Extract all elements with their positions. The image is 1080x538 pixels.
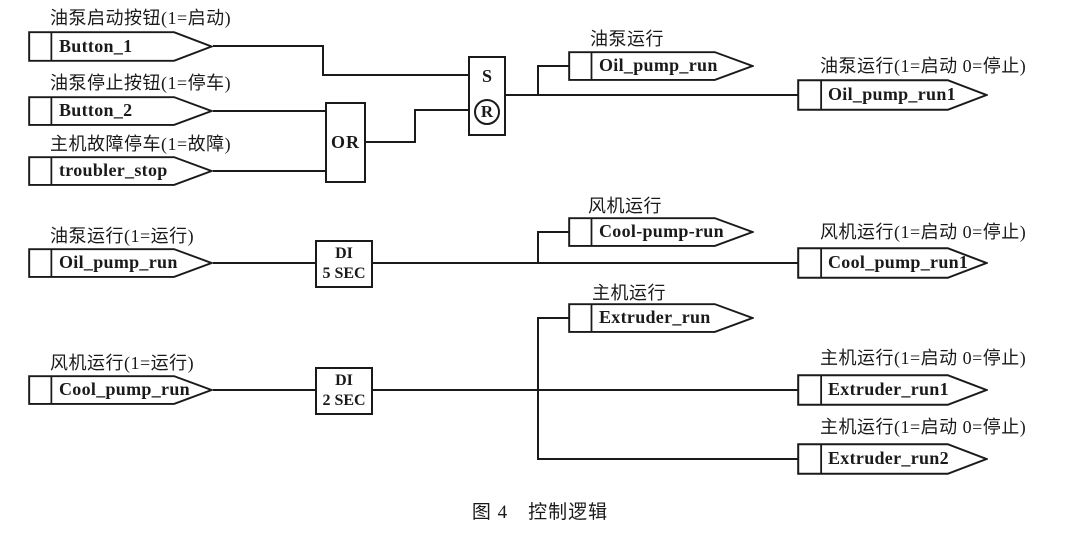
tag-text-cool-pump-run-mid: Cool-pump-run [599,221,724,242]
reset-input-label: R [480,102,494,121]
input-tag-cool-pump-run: Cool_pump_run [28,375,213,405]
delay-block-5sec: DI 5 SEC [315,240,373,288]
wire-branch-coolpumprun [537,231,569,263]
sr-flipflop-block: S R [468,56,506,136]
label-oil-pump-run1: 油泵运行(1=启动 0=停止) [820,56,1027,76]
label-oil-pump-run-in: 油泵运行(1=运行) [50,226,195,246]
tag-text-button-2: Button_2 [59,100,133,121]
tag-text-extruder-run1: Extruder_run1 [828,379,949,400]
label-oil-pump-run-mid: 油泵运行 [590,29,664,49]
label-cool-pump-run-mid: 风机运行 [588,196,662,216]
tag-arrow-shape [28,248,213,278]
output-tag-oil-pump-run: Oil_pump_run [568,51,754,81]
wire-branch-extruderrun [537,317,569,390]
label-cool-pump-run-in: 风机运行(1=运行) [50,353,195,373]
tag-arrow-shape [568,217,754,247]
di2-time-label: 2 SEC [322,392,366,409]
tag-arrow-shape [28,31,213,62]
output-tag-cool-pump-run1: Cool_pump_run1 [797,247,988,279]
label-extruder-run2: 主机运行(1=启动 0=停止) [820,417,1027,437]
wire-or-to-reset [366,109,468,143]
tag-text-oil-pump-run-in: Oil_pump_run [59,252,178,273]
di5-type-label: DI [335,245,353,262]
input-tag-button-2: Button_2 [28,96,213,126]
or-block: OR [325,102,366,183]
tag-text-button-1: Button_1 [59,35,133,56]
wire-branch-extruderrun2 [537,390,798,460]
input-tag-button-1: Button_1 [28,31,213,62]
tag-arrow-shape [28,96,213,126]
delay-block-2sec: DI 2 SEC [315,367,373,415]
tag-text-cool-pump-run1: Cool_pump_run1 [828,252,969,273]
label-button-2: 油泵停止按钮(1=停车) [50,73,232,93]
reset-circle-icon: R [474,99,500,125]
input-tag-oil-pump-run: Oil_pump_run [28,248,213,278]
tag-arrow-shape [28,375,213,405]
output-tag-cool-pump-run: Cool-pump-run [568,217,754,247]
tag-text-extruder-run2: Extruder_run2 [828,448,949,469]
label-button-1: 油泵启动按钮(1=启动) [50,8,232,28]
output-tag-extruder-run: Extruder_run [568,303,754,333]
tag-arrow-shape [568,51,754,81]
tag-text-oil-pump-run-mid: Oil_pump_run [599,55,718,76]
output-tag-extruder-run2: Extruder_run2 [797,443,988,475]
tag-text-oil-pump-run1: Oil_pump_run1 [828,84,956,105]
label-troubler-stop: 主机故障停车(1=故障) [50,134,232,154]
figure-caption: 图 4 控制逻辑 [471,502,609,523]
or-block-text: OR [331,132,360,152]
di5-time-label: 5 SEC [322,265,366,282]
label-cool-pump-run1: 风机运行(1=启动 0=停止) [820,222,1027,242]
input-tag-troubler-stop: troubler_stop [28,156,213,186]
wire-branch-oilpumprun [537,65,569,95]
label-extruder-run1: 主机运行(1=启动 0=停止) [820,348,1027,368]
tag-text-cool-pump-run-in: Cool_pump_run [59,379,190,400]
label-extruder-run-mid: 主机运行 [592,283,666,303]
tag-arrow-shape [797,79,988,111]
tag-arrow-shape [797,374,988,406]
tag-arrow-shape [568,303,754,333]
output-tag-oil-pump-run1: Oil_pump_run1 [797,79,988,111]
tag-text-troubler-stop: troubler_stop [59,160,168,181]
tag-text-extruder-run-mid: Extruder_run [599,307,711,328]
output-tag-extruder-run1: Extruder_run1 [797,374,988,406]
tag-arrow-shape [28,156,213,186]
tag-arrow-shape [797,247,988,279]
wire-button1-to-set [213,45,468,76]
set-input-label: S [481,66,492,86]
di2-type-label: DI [335,372,353,389]
tag-arrow-shape [797,443,988,475]
